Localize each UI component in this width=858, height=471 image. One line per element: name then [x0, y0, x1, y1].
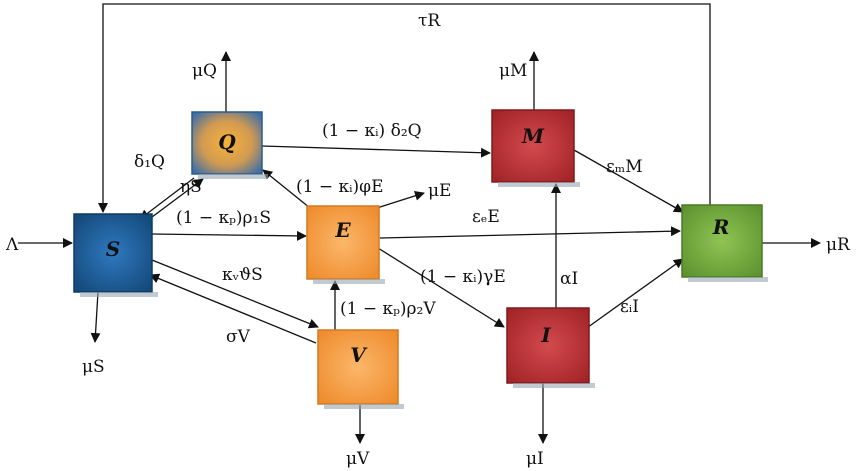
box-e: E [306, 205, 385, 284]
alpha-i-label: αI [560, 269, 578, 289]
v-to-e-label: (1 − κₚ)ρ₂V [340, 299, 436, 319]
s-to-v-label: κᵥϑS [222, 265, 263, 285]
box-q: Q [191, 111, 268, 179]
s-to-q-arrow [147, 178, 204, 221]
box-m: M [491, 109, 580, 187]
mu-v-label: μV [346, 449, 370, 469]
mu-r-label: μR [826, 235, 851, 255]
box-i: I [506, 307, 595, 388]
box-r: R [681, 204, 768, 282]
tau-r-label: τR [418, 11, 441, 31]
e-to-q-label: (1 − κᵢ)φE [296, 177, 384, 197]
i-to-r-label: εᵢI [620, 297, 639, 317]
m-to-r-arrow [573, 149, 684, 213]
box-m-label: M [521, 124, 545, 148]
box-v: V [317, 329, 404, 409]
i-to-r-arrow [583, 258, 684, 331]
q-to-m-arrow [261, 145, 491, 158]
box-i-label: I [540, 323, 551, 347]
mu-s-arrow [90, 291, 101, 343]
mu-e-arrow [376, 190, 425, 209]
box-e-label: E [334, 218, 351, 242]
box-s-label: S [106, 237, 120, 261]
q-to-s-arrow [139, 177, 195, 220]
s-to-e-label: (1 − κₚ)ρ₁S [176, 208, 271, 228]
e-to-i-arrow [377, 247, 505, 328]
m-to-r-label: εₘM [606, 157, 643, 177]
mu-s-label: μS [82, 357, 105, 377]
lambda-label: Λ [5, 235, 19, 255]
mu-q-label: μQ [192, 61, 217, 81]
e-to-r-arrow [379, 226, 681, 239]
q-to-m-label: (1 − κᵢ) δ₂Q [322, 121, 422, 141]
v-to-s-arrow [149, 273, 317, 344]
box-v-label: V [350, 343, 368, 367]
box-s: S [73, 213, 158, 297]
s-to-e-arrow [151, 230, 307, 241]
sigma-v-label: σV [226, 327, 251, 347]
e-to-q-arrow [262, 169, 311, 209]
delta1-q-label: δ₁Q [134, 152, 165, 172]
mu-m-label: μM [499, 61, 527, 81]
mu-i-label: μI [526, 449, 544, 469]
box-r-label: R [712, 215, 730, 239]
tau-r-arrow [98, 3, 711, 213]
box-q-label: Q [218, 130, 236, 154]
mu-e-label: μE [428, 181, 451, 201]
s-to-v-arrow [151, 259, 319, 329]
e-to-r-label: εₑE [472, 207, 500, 227]
eta-s-label: ηS [180, 177, 202, 197]
e-to-i-label: (1 − κᵢ)γE [420, 267, 506, 287]
